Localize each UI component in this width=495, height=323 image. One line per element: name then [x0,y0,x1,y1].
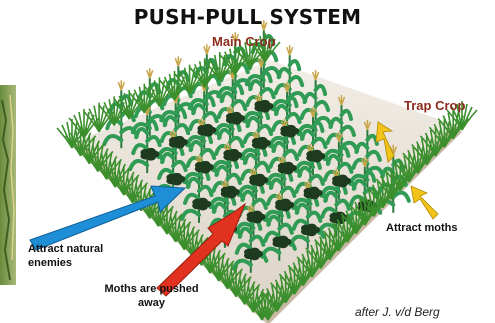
attract-moths-label: Attract moths [386,222,458,234]
yellow-arrow-attract-moths-2 [411,186,438,219]
attract-natural-enemies-label: Attract natural enemies [28,242,128,270]
moths-pushed-away-label: Moths are pushed away [104,282,199,310]
field-photo-strip [0,85,16,285]
page-title: PUSH-PULL SYSTEM [0,5,495,29]
main-crop-label: Main Crop [212,34,276,49]
credit-label: after J. v/d Berg [355,305,440,319]
trap-crop-label: Trap Crop [404,98,465,113]
